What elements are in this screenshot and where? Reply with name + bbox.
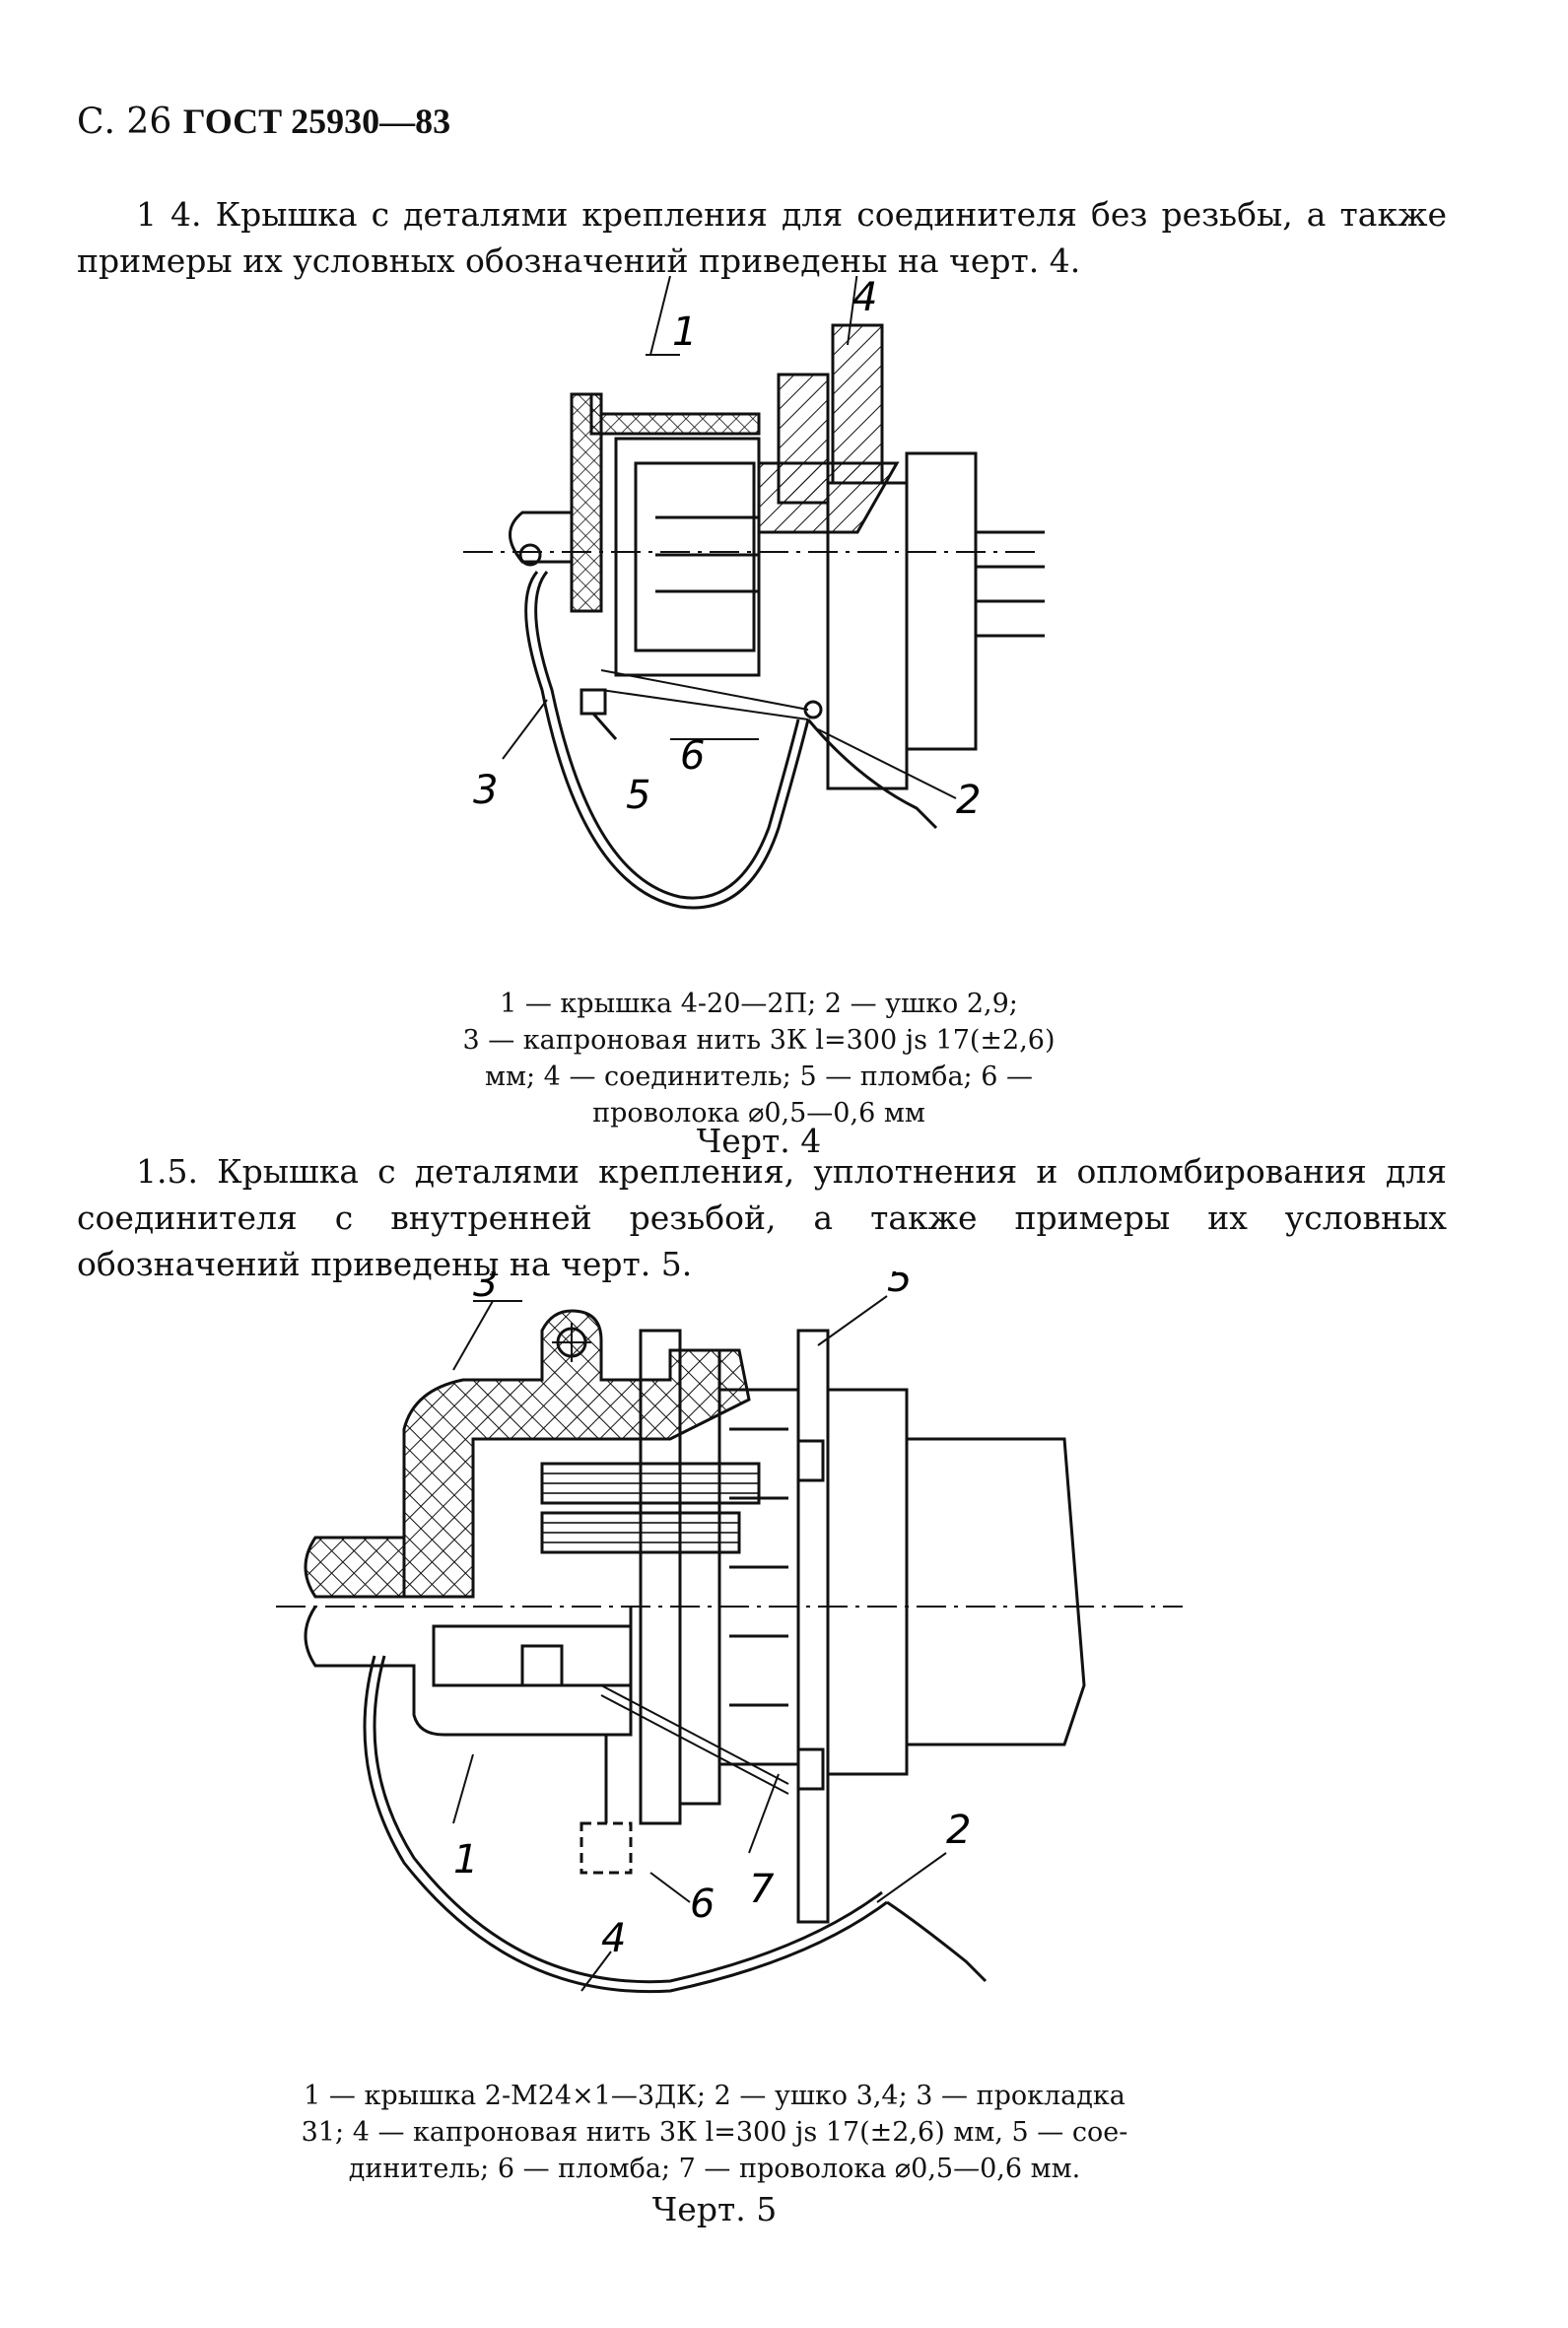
fig4-label-5: 5 — [626, 773, 650, 818]
fig5-caption-line: 1 — крышка 2-М24×1—3ДК; 2 — ушко 3,4; 3 … — [304, 2081, 1125, 2111]
figure-5-caption: 1 — крышка 2-М24×1—3ДК; 2 — ушко 3,4; 3 … — [261, 2078, 1168, 2187]
standard-number: ГОСТ 25930—83 — [182, 102, 451, 141]
page-header: С. 26 ГОСТ 25930—83 — [77, 101, 450, 142]
fig4-label-6: 6 — [680, 733, 705, 779]
fig5-caption-line: 31; 4 — капроновая нить 3К l=300 js 17(±… — [301, 2117, 1128, 2148]
fig5-label-2: 2 — [946, 1808, 971, 1853]
fig4-caption-line: 3 — капроновая нить 3К l=300 js 17(±2,6) — [462, 1025, 1056, 1056]
paragraph-1-4: 1 4. Крышка с деталями крепления для сое… — [77, 195, 1447, 280]
fig4-label-4: 4 — [852, 276, 877, 320]
fig4-caption-line: проволока ⌀0,5—0,6 мм — [592, 1098, 925, 1129]
fig5-caption-line: динитель; 6 — пломба; 7 — проволока ⌀0,5… — [348, 2154, 1081, 2184]
fig4-label-3: 3 — [473, 768, 498, 813]
figure-5-title: Черт. 5 — [651, 2190, 778, 2228]
fig4-label-2: 2 — [956, 778, 981, 823]
fig4-caption-line: мм; 4 — соединитель; 5 — пломба; 6 — — [485, 1061, 1033, 1092]
fig4-label-1: 1 — [672, 309, 697, 355]
figure-5-drawing: 1 2 3 4 5 6 7 — [276, 1271, 1183, 1994]
fig5-label-6: 6 — [690, 1882, 715, 1927]
fig5-label-1: 1 — [453, 1837, 478, 1883]
figure-4-title: Черт. 4 — [696, 1122, 822, 1160]
figure-4-drawing: 1 2 3 4 5 6 — [463, 276, 1045, 910]
fig5-label-7: 7 — [749, 1867, 775, 1912]
fig4-caption-line: 1 — крышка 4-20—2П; 2 — ушко 2,9; — [500, 989, 1018, 1019]
page-number: С. 26 — [77, 102, 172, 142]
figure-4-caption: 1 — крышка 4-20—2П; 2 — ушко 2,9; 3 — ка… — [375, 986, 1143, 1131]
fig5-label-4: 4 — [601, 1916, 626, 1961]
fig5-label-5: 5 — [887, 1271, 912, 1301]
paragraph-1-5: 1.5. Крышка с деталями крепления, уплотн… — [77, 1152, 1447, 1283]
fig5-label-3: 3 — [473, 1271, 498, 1306]
